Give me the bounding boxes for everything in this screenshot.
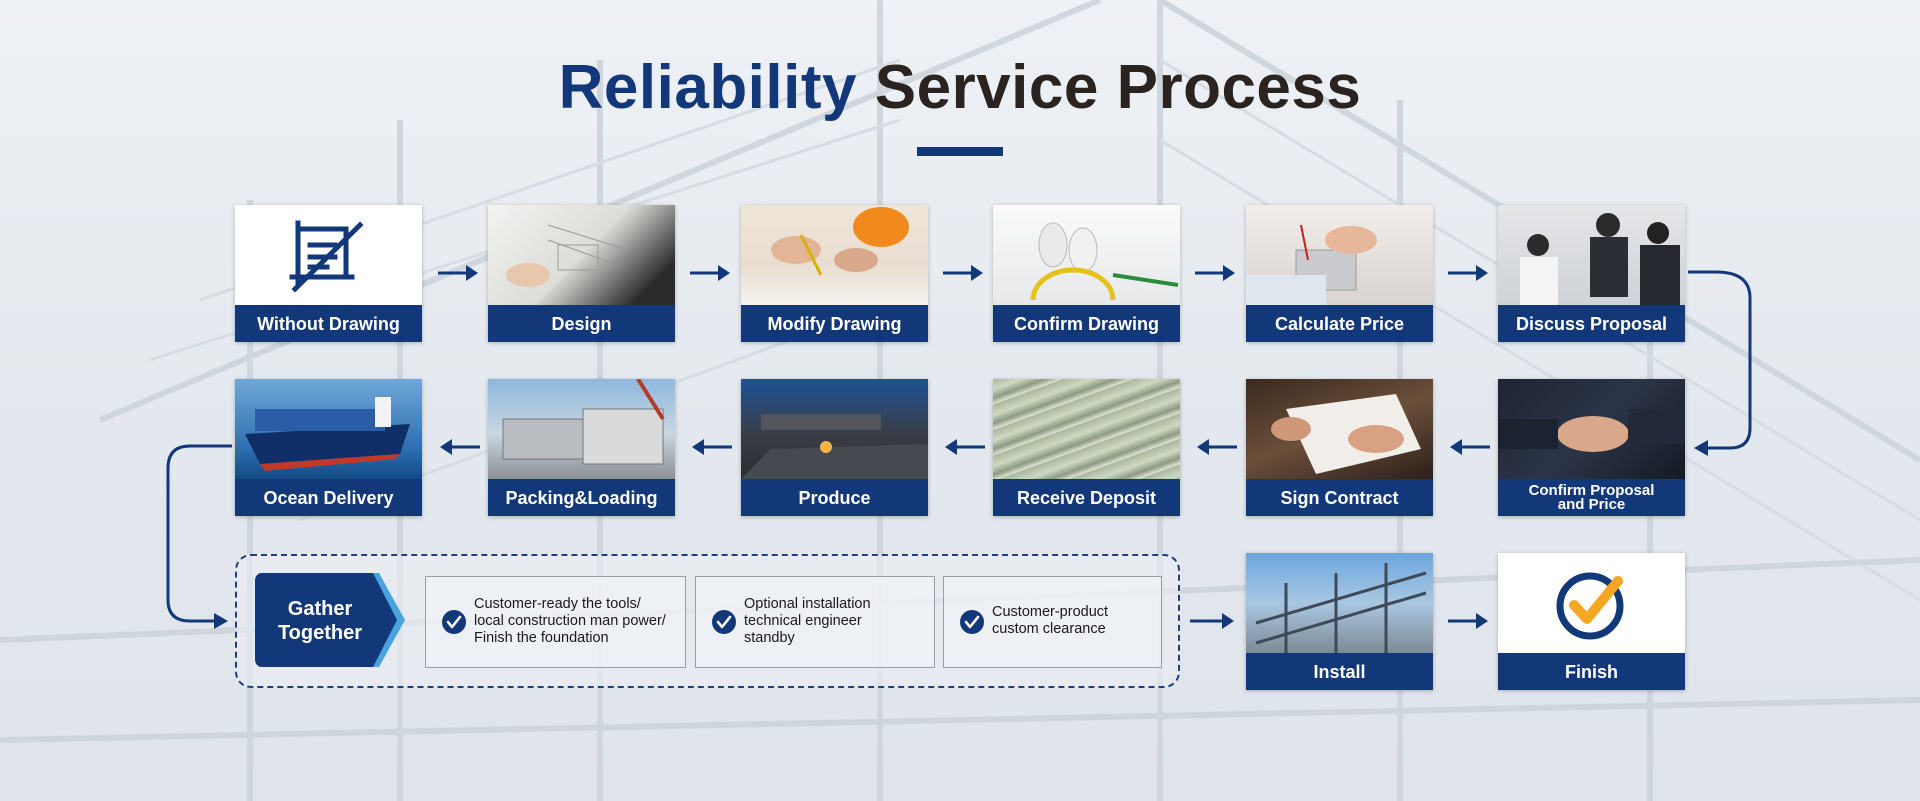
arrow-right-icon bbox=[438, 265, 478, 281]
step-produce: Produce bbox=[741, 379, 928, 516]
text-line: Customer-ready the tools/ bbox=[474, 596, 641, 612]
check-circle-icon bbox=[442, 610, 466, 634]
step-design: Design bbox=[488, 205, 675, 342]
text-line: standby bbox=[744, 630, 795, 646]
check-circle-icon bbox=[1498, 553, 1685, 653]
blueprints-photo bbox=[993, 205, 1180, 305]
handshake-photo bbox=[1498, 379, 1685, 479]
arrow-left-icon bbox=[1197, 439, 1237, 455]
step-label: Without Drawing bbox=[235, 305, 422, 342]
arrow-right-icon bbox=[1448, 613, 1488, 629]
signing-photo bbox=[1246, 379, 1433, 479]
step-label: Ocean Delivery bbox=[235, 479, 422, 516]
step-label: Sign Contract bbox=[1246, 479, 1433, 516]
steel-structure-photo bbox=[1246, 553, 1433, 653]
step-label: Calculate Price bbox=[1246, 305, 1433, 342]
title-underline bbox=[917, 147, 1003, 156]
laser-cutting-photo bbox=[741, 379, 928, 479]
arrow-left-icon bbox=[1450, 439, 1490, 455]
check-circle-icon bbox=[712, 610, 736, 634]
step-label: Discuss Proposal bbox=[1498, 305, 1685, 342]
step-packing-loading: Packing&Loading bbox=[488, 379, 675, 516]
step-without-drawing: Without Drawing bbox=[235, 205, 422, 342]
gather-step-text: Customer-ready the tools/ local construc… bbox=[474, 596, 666, 647]
step-label: Packing&Loading bbox=[488, 479, 675, 516]
text-line: Customer-product bbox=[992, 604, 1109, 620]
gather-together-label: Gather Together bbox=[255, 597, 385, 645]
gather-together-badge bbox=[255, 573, 405, 667]
confirm-proposal-label: Confirm Proposal and Price bbox=[1528, 481, 1655, 513]
calculator-photo bbox=[1246, 205, 1433, 305]
no-drawing-icon bbox=[235, 205, 422, 305]
step-ocean-delivery: Ocean Delivery bbox=[235, 379, 422, 516]
step-confirm-drawing: Confirm Drawing bbox=[993, 205, 1180, 342]
step-calculate-price: Calculate Price bbox=[1246, 205, 1433, 342]
step-label: Confirm Drawing bbox=[993, 305, 1180, 342]
arrow-left-icon bbox=[440, 439, 480, 455]
title-rest: Service Process bbox=[874, 53, 1362, 122]
gather-step-1: Customer-ready the tools/ local construc… bbox=[425, 576, 686, 668]
arrow-right-icon bbox=[1448, 265, 1488, 281]
connector-down-arrow bbox=[1688, 270, 1752, 456]
truck-loading-photo bbox=[488, 379, 675, 479]
arrow-left-icon bbox=[692, 439, 732, 455]
step-label: Finish bbox=[1498, 653, 1685, 690]
meeting-photo bbox=[1498, 205, 1685, 305]
gather-line-1: Gather bbox=[287, 598, 353, 620]
arrow-right-icon bbox=[943, 265, 983, 281]
text-line: technical engineer bbox=[744, 613, 862, 629]
text-line: Finish the foundation bbox=[474, 630, 609, 646]
arrow-right-icon bbox=[1195, 265, 1235, 281]
step-receive-deposit: Receive Deposit bbox=[993, 379, 1180, 516]
gather-step-text: Optional installation technical engineer… bbox=[744, 596, 871, 647]
step-label: Receive Deposit bbox=[993, 479, 1180, 516]
step-finish: Finish bbox=[1498, 553, 1685, 690]
arrow-right-icon bbox=[690, 265, 730, 281]
connector-down-arrow bbox=[166, 444, 232, 629]
arrow-right-icon bbox=[1190, 613, 1234, 629]
step-label: Confirm Proposal and Price bbox=[1498, 479, 1685, 516]
text-line: custom clearance bbox=[992, 621, 1106, 637]
gather-step-2: Optional installation technical engineer… bbox=[695, 576, 935, 668]
page-title: Reliability Service Process bbox=[0, 52, 1920, 123]
step-sign-contract: Sign Contract bbox=[1246, 379, 1433, 516]
check-circle-icon bbox=[960, 610, 984, 634]
step-confirm-proposal: Confirm Proposal and Price bbox=[1498, 379, 1685, 516]
text-line: Optional installation bbox=[744, 596, 871, 612]
step-discuss-proposal: Discuss Proposal bbox=[1498, 205, 1685, 342]
cargo-ship-photo bbox=[235, 379, 422, 479]
modify-drawing-photo bbox=[741, 205, 928, 305]
step-label: Produce bbox=[741, 479, 928, 516]
step-label: Install bbox=[1246, 653, 1433, 690]
title-accent: Reliability bbox=[558, 53, 857, 122]
step-label: Design bbox=[488, 305, 675, 342]
step-install: Install bbox=[1246, 553, 1433, 690]
design-photo bbox=[488, 205, 675, 305]
step-modify-drawing: Modify Drawing bbox=[741, 205, 928, 342]
text-line: local construction man power/ bbox=[474, 613, 666, 629]
cash-photo bbox=[993, 379, 1180, 479]
gather-step-3: Customer-product custom clearance bbox=[943, 576, 1162, 668]
arrow-left-icon bbox=[945, 439, 985, 455]
step-label: Modify Drawing bbox=[741, 305, 928, 342]
gather-line-2: Together bbox=[277, 622, 363, 644]
gather-step-text: Customer-product custom clearance bbox=[992, 604, 1108, 638]
